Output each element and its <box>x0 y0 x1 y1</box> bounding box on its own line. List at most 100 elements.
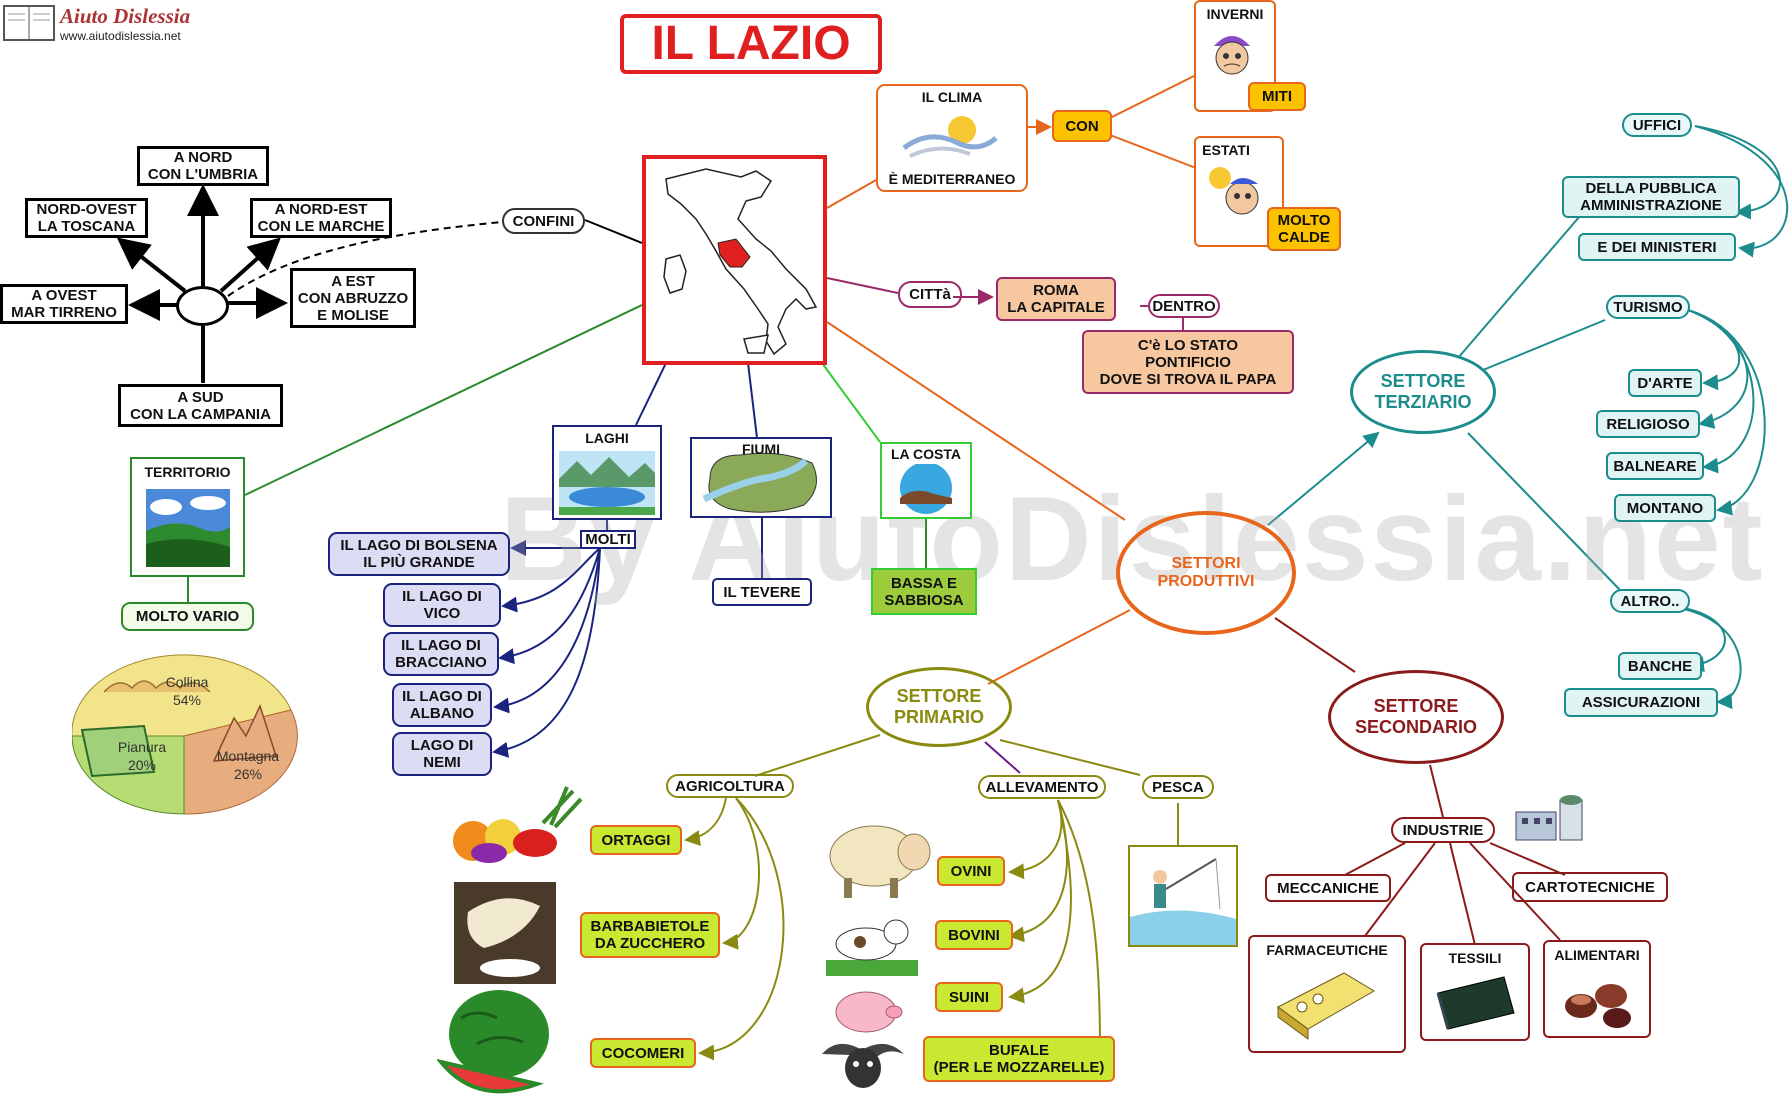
terziario-uffici: UFFICI <box>1622 113 1692 137</box>
clima-label: IL CLIMA <box>921 89 983 105</box>
industria-cartotecniche: CARTOTECNICHE <box>1512 872 1668 902</box>
costa-label: LA COSTA <box>891 446 961 462</box>
fiume-tevere: IL TEVERE <box>712 578 812 606</box>
clima-sub: È MEDITERRANEO <box>888 171 1016 187</box>
logo-name: Aiuto Dislessia <box>60 4 191 28</box>
inverni-label: INVERNI <box>1206 6 1264 22</box>
watermelon-icon <box>437 990 549 1094</box>
clima-con: CON <box>1052 110 1112 142</box>
factory-icon <box>1515 795 1583 841</box>
confine-sud: A SUD CON LA CAMPANIA <box>118 384 283 427</box>
primario-pesca: PESCA <box>1142 775 1214 799</box>
primario-allevamento: ALLEVAMENTO <box>978 775 1106 799</box>
secondario-industrie: INDUSTRIE <box>1391 817 1495 843</box>
pie-label-montagna: Montagna <box>217 748 279 764</box>
compass-center <box>176 286 229 326</box>
buffalo-icon <box>822 1043 904 1088</box>
altro-assicurazioni: ASSICURAZIONI <box>1564 688 1718 717</box>
estati-label: ESTATI <box>1202 142 1250 158</box>
all-bufale: BUFALE (PER LE MOZZARELLE) <box>923 1036 1115 1082</box>
citta-stato: C'è LO STATO PONTIFICIO DOVE SI TROVA IL… <box>1082 330 1294 394</box>
territorio-label: TERRITORIO <box>144 464 231 480</box>
turismo-religioso: RELIGIOSO <box>1596 410 1700 438</box>
confine-est: A EST CON ABRUZZO E MOLISE <box>290 268 416 328</box>
hot-face-icon <box>1209 167 1259 215</box>
primario-agricoltura: AGRICOLTURA <box>666 774 794 798</box>
lago-nemi: LAGO DI NEMI <box>392 732 492 776</box>
industria-meccaniche: MECCANICHE <box>1265 874 1391 902</box>
logo-book-icon <box>3 5 55 41</box>
terziario-turismo: TURISMO <box>1606 295 1690 319</box>
terziario-ministeri: E DEI MINISTERI <box>1578 233 1736 261</box>
fiumi-label: FIUMI <box>741 441 781 457</box>
citta-roma: ROMA LA CAPITALE <box>996 277 1116 321</box>
confine-nord-est: A NORD-EST CON LE MARCHE <box>250 198 392 238</box>
settori-produttivi: SETTORI PRODUTTIVI <box>1116 511 1296 635</box>
pie-label-pianura: Pianura <box>118 739 166 755</box>
laghi-molti: MOLTI <box>580 530 636 549</box>
citta-label: CITTà <box>898 281 962 308</box>
settore-primario: SETTORE PRIMARIO <box>866 667 1012 747</box>
territorio-pie-chart: Collina 54% Montagna 26% Pianura 20% <box>72 654 298 815</box>
pie-pct-pianura: 20% <box>128 757 156 773</box>
pie-label-collina: Collina <box>166 674 209 690</box>
river-icon <box>702 452 817 513</box>
industria-alimentari-box: ALIMENTARI <box>1543 940 1651 1038</box>
sheep-icon <box>829 825 931 898</box>
lago-bolsena: IL LAGO DI BOLSENA IL PIÙ GRANDE <box>328 532 510 576</box>
terziario-altro: ALTRO.. <box>1610 589 1690 613</box>
agri-cocomeri: COCOMERI <box>590 1038 696 1068</box>
altro-banche: BANCHE <box>1618 652 1702 680</box>
logo: Aiuto Dislessia www.aiutodislessia.net <box>2 2 207 46</box>
costa-tipo: BASSA E SABBIOSA <box>871 568 977 615</box>
all-suini: SUINI <box>935 982 1003 1012</box>
pig-icon <box>835 991 903 1033</box>
weather-icon <box>902 116 998 158</box>
territorio-vario: MOLTO VARIO <box>121 602 254 631</box>
confine-ovest: A OVEST MAR TIRRENO <box>0 284 128 324</box>
vegetables-icon <box>453 786 583 863</box>
fiumi-box: FIUMI <box>690 437 832 518</box>
cold-face-icon <box>1214 36 1250 75</box>
pie-pct-collina: 54% <box>173 692 201 708</box>
territorio-box: TERRITORIO <box>130 457 245 577</box>
all-bovini: BOVINI <box>935 920 1013 950</box>
industria-farmaceutiche: FARMACEUTICHE <box>1266 942 1388 958</box>
settore-terziario: SETTORE TERZIARIO <box>1350 350 1496 434</box>
pie-pct-montagna: 26% <box>234 766 262 782</box>
settore-secondario: SETTORE SECONDARIO <box>1328 670 1504 764</box>
costa-box: LA COSTA <box>880 442 972 519</box>
lago-albano: IL LAGO DI ALBANO <box>392 683 492 727</box>
terziario-pa: DELLA PUBBLICA AMMINISTRAZIONE <box>1562 176 1740 218</box>
hills-icon <box>146 489 230 567</box>
lago-bracciano: IL LAGO DI BRACCIANO <box>383 632 499 676</box>
confini-label: CONFINI <box>502 208 585 234</box>
industria-tessili: TESSILI <box>1448 950 1502 966</box>
industria-tessili-box: TESSILI <box>1420 943 1530 1041</box>
industria-farmaceutiche-box: FARMACEUTICHE <box>1248 935 1406 1053</box>
all-ovini: OVINI <box>937 856 1005 886</box>
page-title: IL LAZIO <box>620 14 882 74</box>
chocolates-icon <box>1565 984 1631 1028</box>
industria-alimentari: ALIMENTARI <box>1554 947 1640 963</box>
italy-map <box>642 155 827 365</box>
confine-nord: A NORD CON L'UMBRIA <box>137 146 269 186</box>
clima-box: IL CLIMA È MEDITERRANEO <box>876 84 1028 192</box>
lago-vico: IL LAGO DI VICO <box>383 583 501 627</box>
pills-icon <box>1277 972 1375 1040</box>
turismo-montano: MONTANO <box>1614 494 1716 522</box>
cow-icon <box>826 919 918 976</box>
turismo-balneare: BALNEARE <box>1606 452 1704 480</box>
fisherman-icon <box>1130 847 1236 945</box>
pesca-picture <box>1128 845 1238 947</box>
lake-icon <box>559 451 655 515</box>
sugar-beet-icon <box>454 882 556 984</box>
inverni-miti: MITI <box>1248 82 1306 111</box>
fabric-icon <box>1436 976 1515 1030</box>
logo-url[interactable]: www.aiutodislessia.net <box>60 29 181 43</box>
laghi-label: LAGHI <box>585 430 629 446</box>
confine-nord-ovest: NORD-OVEST LA TOSCANA <box>25 198 148 238</box>
laghi-box: LAGHI <box>552 425 662 520</box>
agri-ortaggi: ORTAGGI <box>590 825 682 855</box>
citta-dentro: DENTRO <box>1148 294 1220 318</box>
